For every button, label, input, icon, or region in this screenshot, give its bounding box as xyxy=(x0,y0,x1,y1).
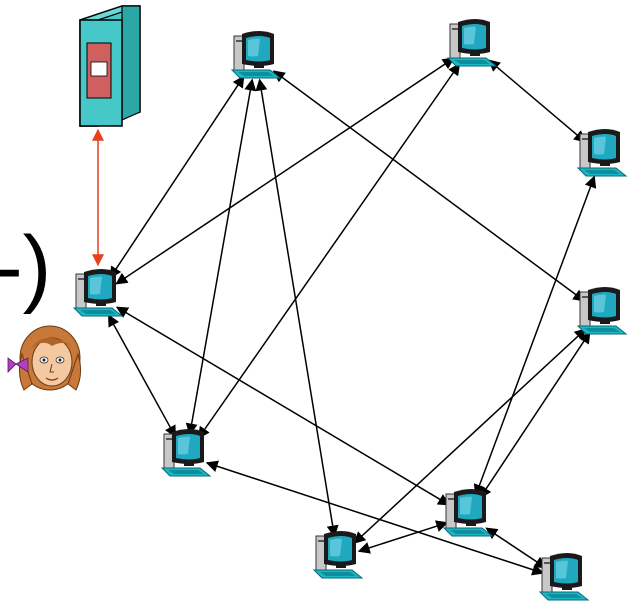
peer-link-H-I xyxy=(485,527,547,569)
peer-links xyxy=(107,57,597,576)
peer-computer-G-desktop-computer-icon xyxy=(313,530,363,579)
peer-link-A-D xyxy=(272,70,586,302)
peer-computer-I-desktop-computer-icon xyxy=(539,552,589,601)
peer-link-F-E xyxy=(107,314,177,438)
peer-link-B-F xyxy=(115,57,455,285)
peer-computer-A-desktop-computer-icon xyxy=(231,30,281,79)
peer-computer-C-desktop-computer-icon xyxy=(577,128,627,177)
peer-link-B-C xyxy=(487,59,587,143)
peer-computer-B-desktop-computer-icon xyxy=(447,18,497,67)
peer-link-A-E xyxy=(185,78,257,436)
peer-computer-D-desktop-computer-icon xyxy=(577,286,627,335)
peer-link-C-H xyxy=(473,175,597,497)
peer-link-H-G xyxy=(357,520,449,554)
peer-link-H-F xyxy=(115,306,451,506)
server-tower-icon xyxy=(79,5,141,127)
girl-face-icon xyxy=(7,325,82,391)
peer-link-D-H xyxy=(479,331,591,499)
peer-link-B-E xyxy=(197,63,461,439)
peer-computer-E-desktop-computer-icon xyxy=(161,428,211,477)
peer-computer-F-desktop-computer-icon xyxy=(73,268,123,317)
peer-computer-H-desktop-computer-icon xyxy=(443,488,493,537)
slide-fragment-text: -) xyxy=(0,219,51,315)
peer-link-A-G xyxy=(255,78,339,538)
